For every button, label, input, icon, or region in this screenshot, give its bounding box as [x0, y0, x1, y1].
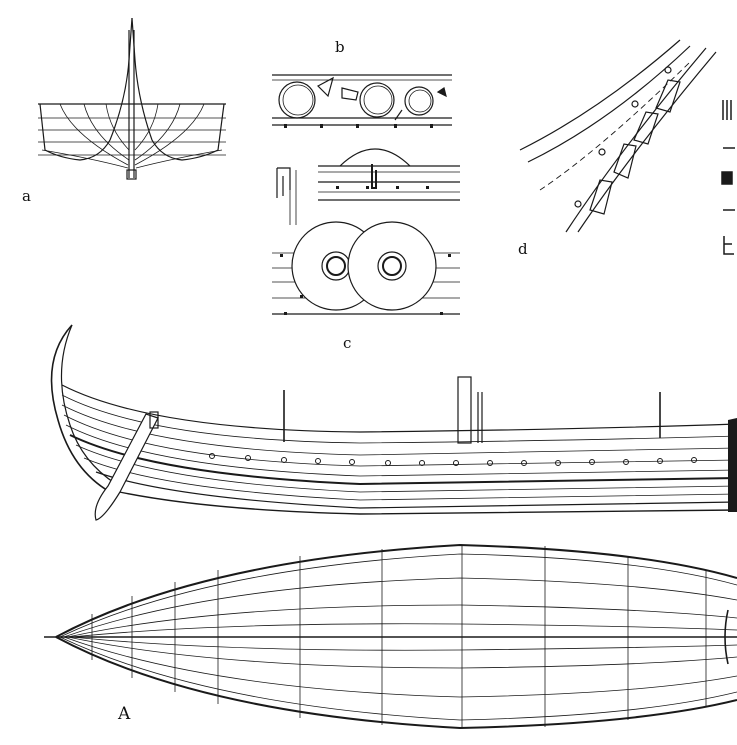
shield-rack-top-detail: [272, 74, 452, 128]
label-d: d: [518, 240, 528, 258]
keel-scarf-detail: [519, 39, 717, 233]
round-shields-detail: [272, 221, 460, 315]
shield-mount-side-detail: [276, 148, 460, 225]
label-A: A: [118, 704, 131, 724]
hull-side-elevation: [50, 324, 737, 521]
label-b: b: [335, 38, 345, 56]
cross-section-drawing: [38, 17, 226, 180]
edge-marks: [721, 100, 735, 255]
hull-plan-view: [44, 543, 737, 730]
label-c: c: [343, 334, 352, 352]
label-a: a: [22, 187, 31, 205]
